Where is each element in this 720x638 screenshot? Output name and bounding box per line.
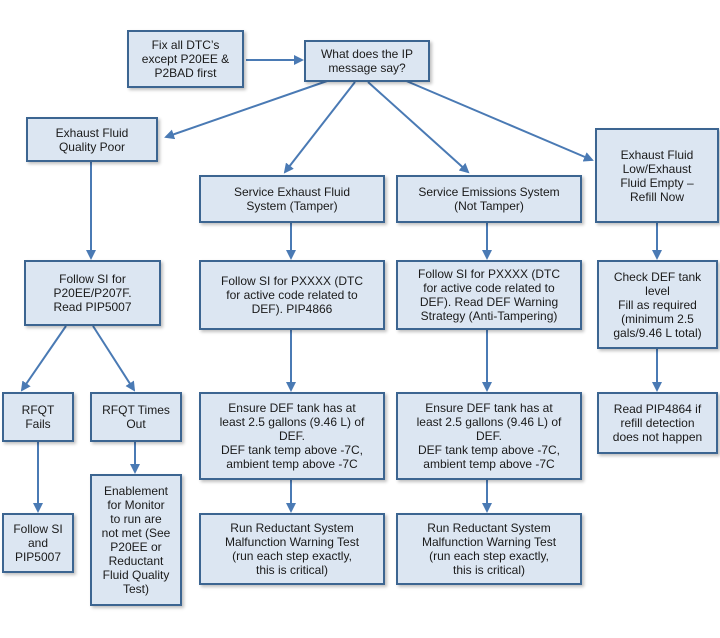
run-reductant-test-1-box: Run Reductant System Malfunction Warning… bbox=[199, 513, 385, 585]
arrow-followsi-to-rfqtfails bbox=[20, 325, 67, 392]
run-reductant-test-2-box: Run Reductant System Malfunction Warning… bbox=[396, 513, 582, 585]
check-def-tank-box: Check DEF tank level Fill as required (m… bbox=[597, 260, 718, 349]
service-exhaust-fluid-tamper-box: Service Exhaust Fluid System (Tamper) bbox=[199, 175, 385, 223]
ensure-def-tank-1-box: Ensure DEF tank has at least 2.5 gallons… bbox=[199, 392, 385, 480]
read-pip4864-box: Read PIP4864 if refill detection does no… bbox=[597, 392, 718, 454]
exhaust-fluid-low-empty-box: Exhaust Fluid Low/Exhaust Fluid Empty – … bbox=[595, 128, 719, 223]
follow-si-pxxxx-pip4866-box: Follow SI for PXXXX (DTC for active code… bbox=[199, 260, 385, 330]
arrow-ip-to-nottamper bbox=[367, 81, 470, 174]
follow-si-p20ee-box: Follow SI for P20EE/P207F. Read PIP5007 bbox=[24, 260, 161, 326]
exhaust-fluid-quality-poor-box: Exhaust Fluid Quality Poor bbox=[26, 117, 158, 162]
follow-si-pxxxx-anti-tampering-box: Follow SI for PXXXX (DTC for active code… bbox=[396, 260, 582, 330]
arrow-ip-to-lowempty bbox=[403, 79, 594, 162]
enablement-monitor-box: Enablement for Monitor to run are not me… bbox=[90, 474, 182, 606]
arrow-ip-to-quality bbox=[164, 79, 331, 140]
service-emissions-not-tamper-box: Service Emissions System (Not Tamper) bbox=[396, 175, 582, 223]
rfqt-fails-box: RFQT Fails bbox=[2, 392, 74, 442]
follow-si-pip5007-box: Follow SI and PIP5007 bbox=[2, 513, 74, 573]
ensure-def-tank-2-box: Ensure DEF tank has at least 2.5 gallons… bbox=[396, 392, 582, 480]
rfqt-times-out-box: RFQT Times Out bbox=[90, 392, 182, 442]
arrow-followsi-to-rfqttimes bbox=[92, 325, 136, 392]
ip-message-box: What does the IP message say? bbox=[304, 40, 430, 82]
fix-dtc-box: Fix all DTC’s except P20EE & P2BAD first bbox=[127, 30, 244, 88]
arrow-ip-to-tamper bbox=[283, 81, 356, 174]
